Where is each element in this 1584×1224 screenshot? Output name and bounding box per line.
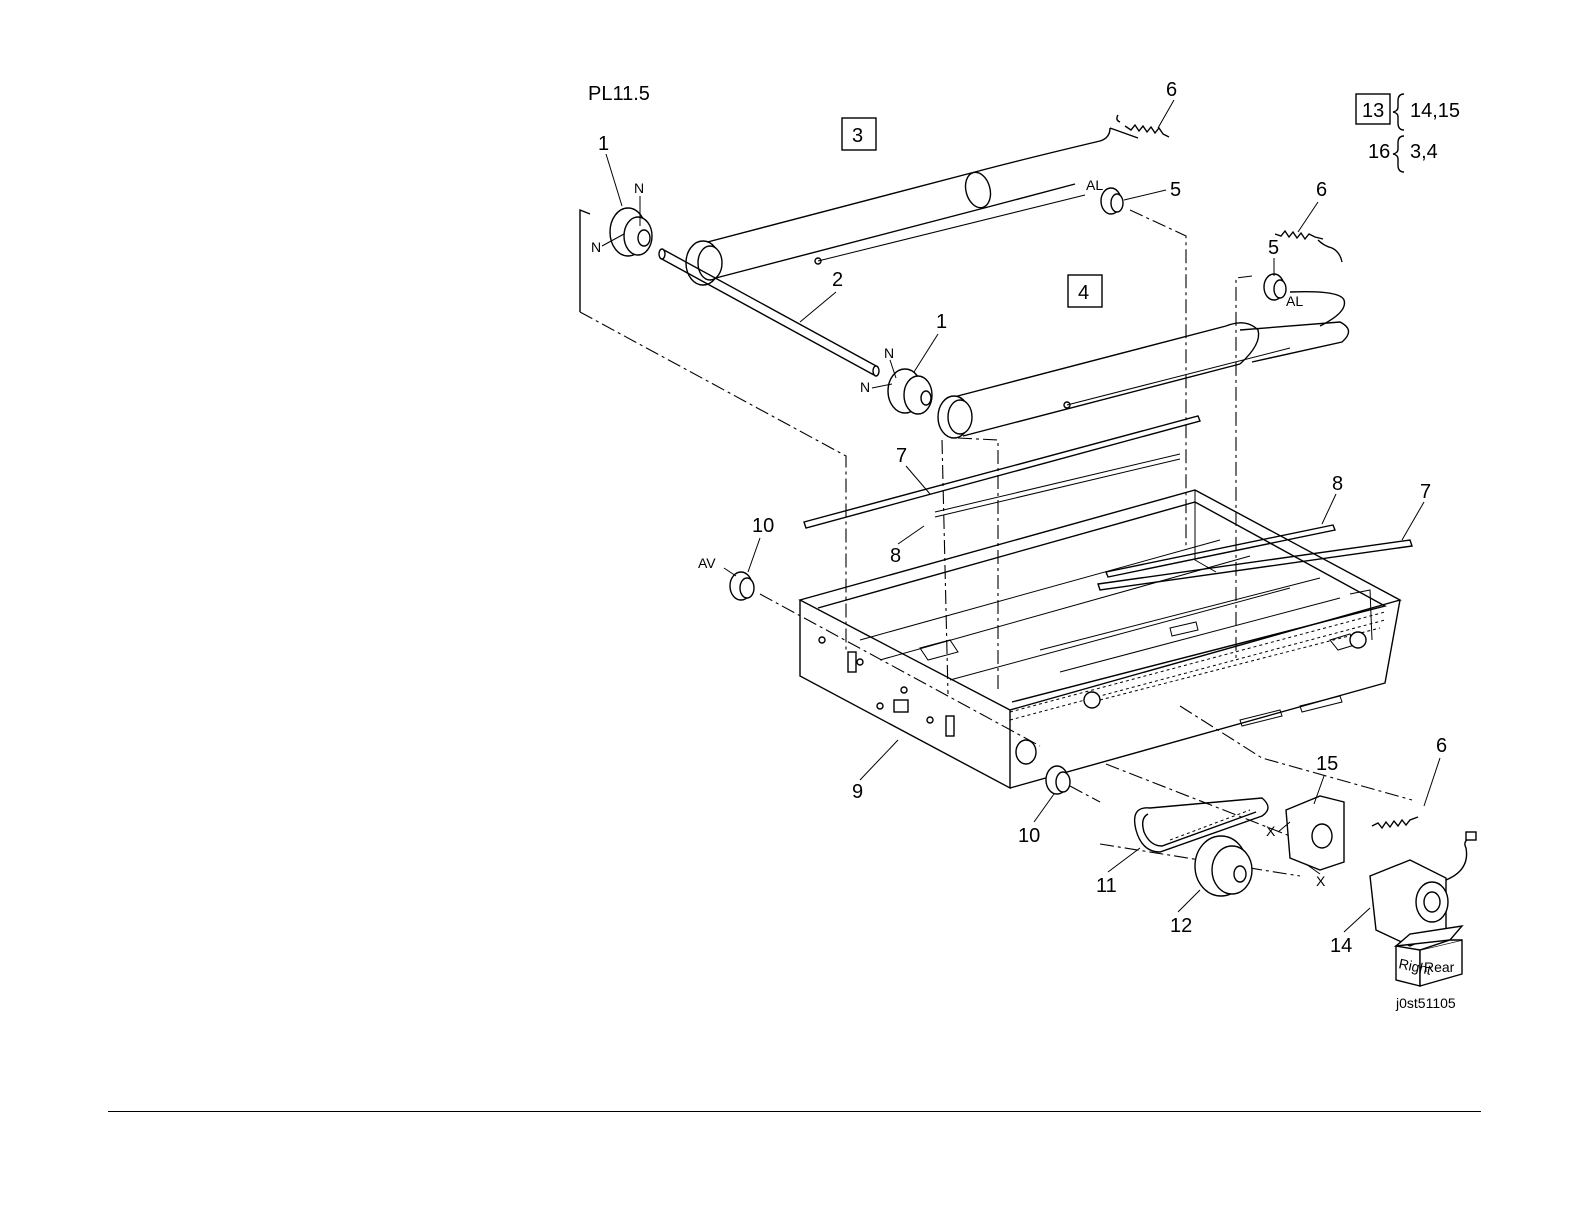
callout-1-rear: 1 bbox=[598, 133, 609, 155]
callout-6-right: 6 bbox=[1316, 179, 1327, 201]
legend-brace-2 bbox=[1393, 136, 1404, 172]
callout-1-front: 1 bbox=[936, 311, 947, 333]
callout-11: 11 bbox=[1096, 875, 1117, 897]
roll-assembly-4 bbox=[888, 231, 1349, 438]
callout-2: 2 bbox=[832, 269, 843, 291]
mark-n-2: N bbox=[591, 239, 601, 255]
mark-al-2: AL bbox=[1286, 293, 1303, 309]
legend-children-3-4: 3,4 bbox=[1410, 141, 1438, 163]
cube-face-rear: Rear bbox=[1424, 959, 1455, 975]
legend-children-14-15: 14,15 bbox=[1410, 100, 1460, 122]
mark-x-1: X bbox=[1266, 823, 1276, 839]
mark-x-2: X bbox=[1316, 873, 1326, 889]
callout-8-right: 8 bbox=[1332, 473, 1343, 495]
plate-id: PL11.5 bbox=[588, 83, 650, 105]
mark-n-3: N bbox=[884, 345, 894, 361]
legend-parent-13: 13 bbox=[1362, 100, 1384, 122]
callout-3: 3 bbox=[852, 125, 863, 147]
mark-al-1: AL bbox=[1086, 177, 1103, 193]
callout-7-left: 7 bbox=[896, 445, 907, 467]
callout-10-lower: 10 bbox=[1018, 825, 1040, 847]
kit-legend: 13 14,15 16 3,4 bbox=[1356, 94, 1460, 172]
callout-10-left: 10 bbox=[752, 515, 774, 537]
mark-n-1: N bbox=[634, 180, 644, 196]
mark-av: AV bbox=[698, 555, 716, 571]
callout-5-right: 5 bbox=[1268, 237, 1279, 259]
callout-6-top: 6 bbox=[1166, 79, 1177, 101]
roll-assembly-3 bbox=[580, 115, 1169, 376]
callout-15: 15 bbox=[1316, 753, 1338, 775]
callout-4: 4 bbox=[1078, 282, 1089, 304]
callout-14: 14 bbox=[1330, 935, 1352, 957]
footer-rule bbox=[108, 1111, 1481, 1112]
mark-n-4: N bbox=[860, 379, 870, 395]
callout-9: 9 bbox=[852, 781, 863, 803]
legend-parent-16: 16 bbox=[1368, 141, 1390, 163]
callout-12: 12 bbox=[1170, 915, 1192, 937]
assembly-guide-lines bbox=[580, 210, 1412, 876]
callout-6-lower: 6 bbox=[1436, 735, 1447, 757]
callout-7-right: 7 bbox=[1420, 481, 1431, 503]
legend-brace-1 bbox=[1393, 94, 1404, 130]
figure-code: j0st51105 bbox=[1395, 995, 1456, 1011]
callout-8-left: 8 bbox=[890, 545, 901, 567]
callout-5-top: 5 bbox=[1170, 179, 1181, 201]
